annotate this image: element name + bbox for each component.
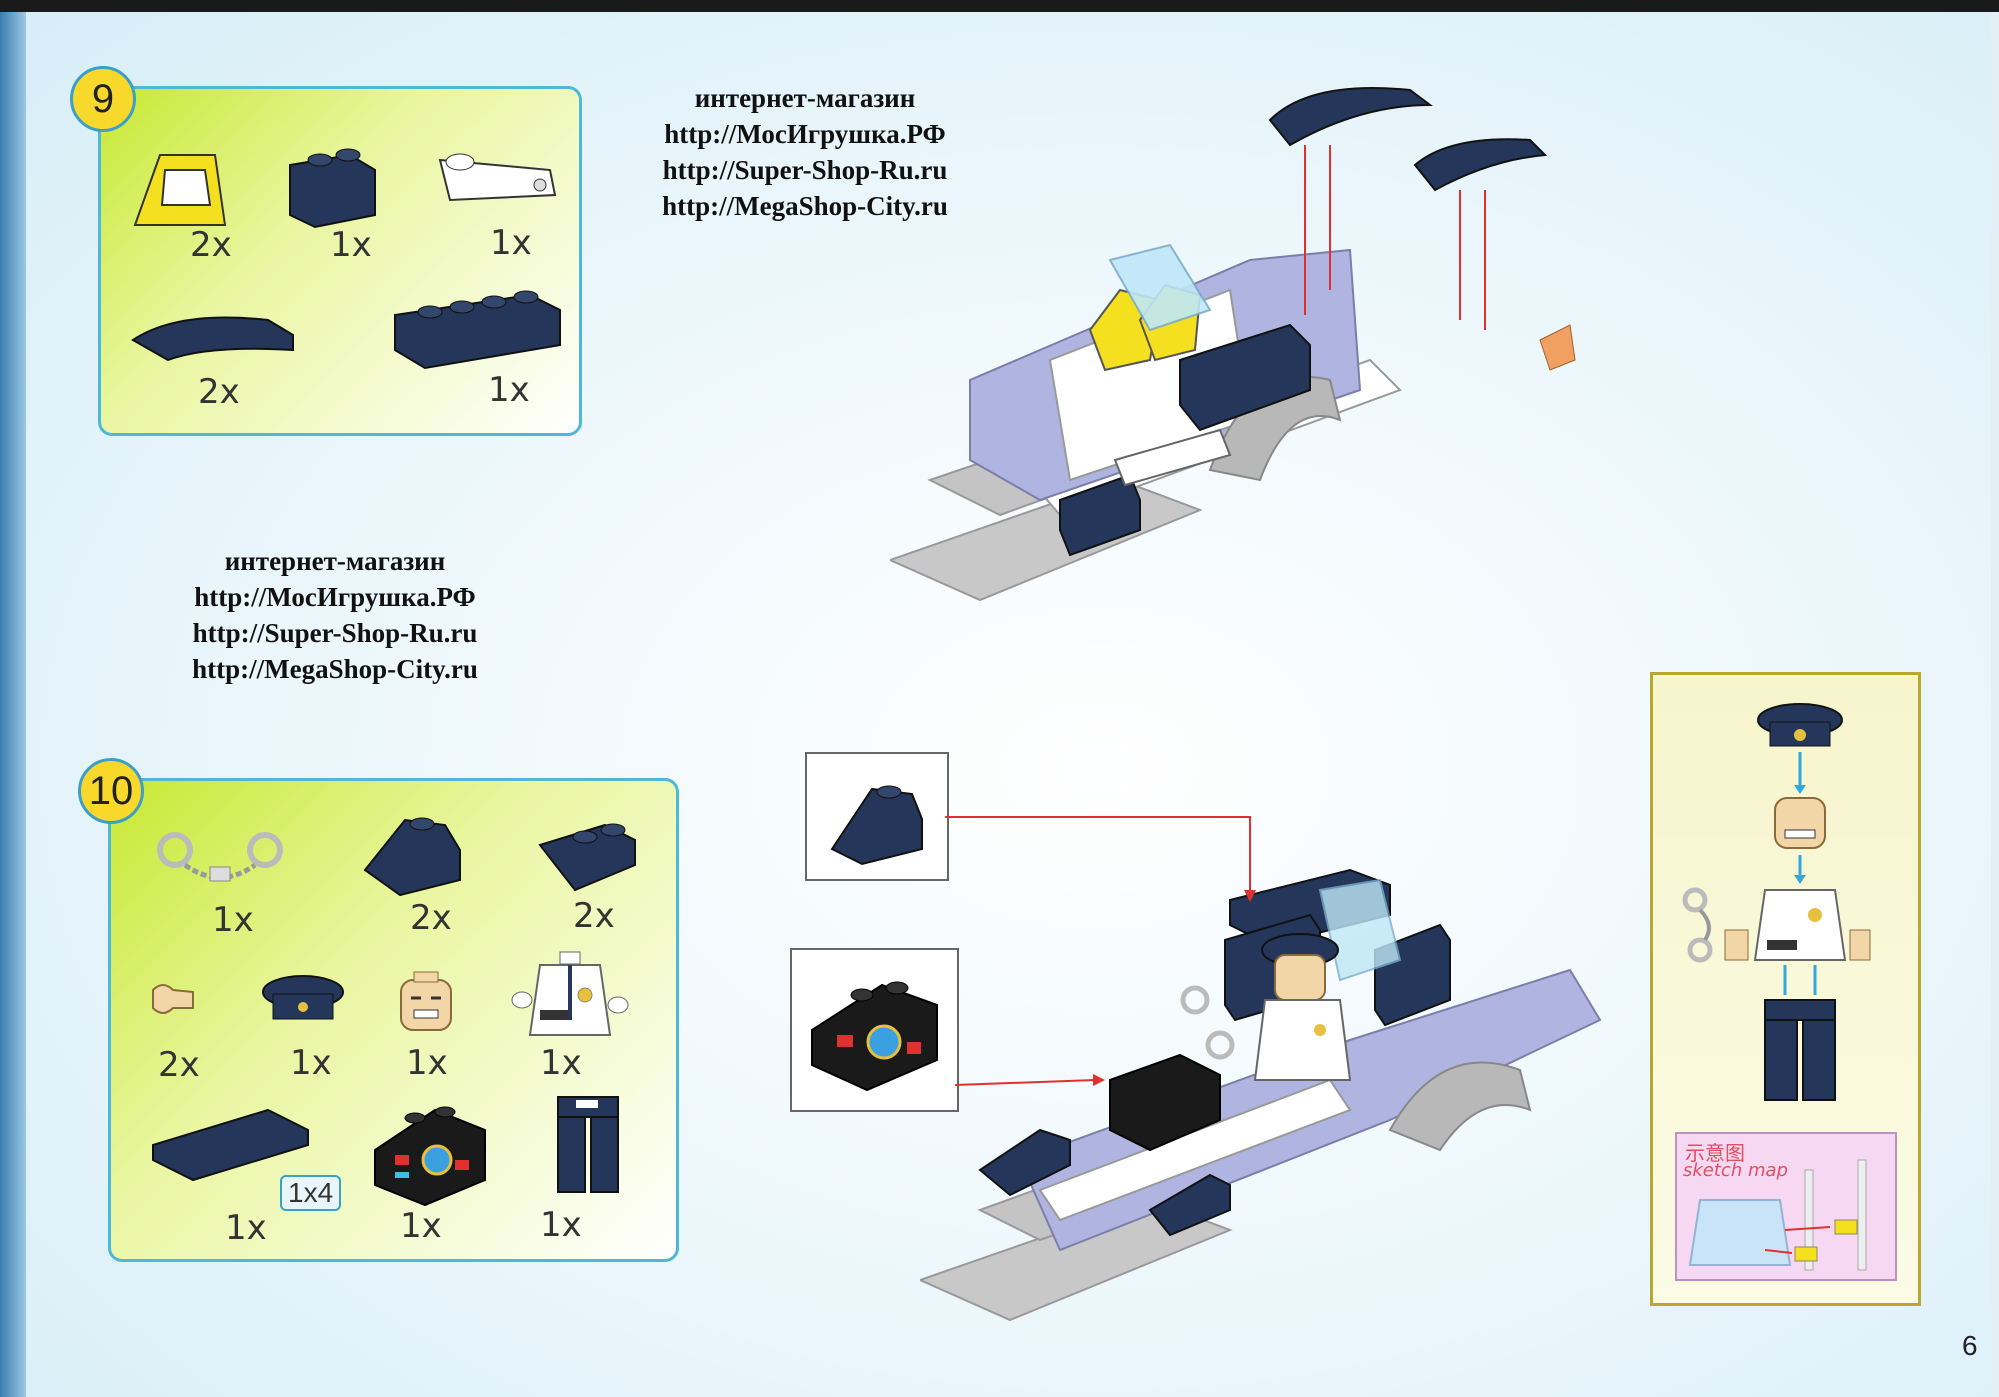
step-10-qty: 1x — [290, 1043, 332, 1083]
page-number: 6 — [1962, 1330, 1978, 1361]
sketch-title-en: sketch map — [1683, 1160, 1788, 1181]
step-9-qty: 2x — [190, 225, 232, 265]
step-9-qty: 1x — [490, 223, 532, 263]
step-10-qty: 2x — [410, 898, 452, 938]
step-10-car-assembly-illustration — [920, 868, 1602, 1322]
step-9-qty: 2x — [198, 372, 240, 412]
navy-legs-icon — [557, 1096, 619, 1193]
white-hinge-plate-icon — [438, 153, 557, 202]
step-9-car-assembly-illustration — [890, 87, 1576, 602]
shop-heading: интернет-магазин — [694, 83, 916, 113]
minifig-head-icon — [400, 971, 452, 1031]
navy-slope-icon — [363, 817, 461, 897]
navy-inverted-slope-icon — [538, 823, 636, 892]
callout-navy-slope — [805, 752, 949, 881]
step-10-qty: 2x — [573, 896, 615, 936]
step-10-qty: 2x — [158, 1045, 200, 1085]
shop-link[interactable]: http://МосИгрушка.РФ — [664, 119, 946, 149]
callout-console-slope — [790, 948, 959, 1112]
police-torso-icon — [511, 951, 629, 1036]
shop-link[interactable]: http://Super-Shop-Ru.ru — [192, 618, 478, 648]
step-9-parts-box — [98, 86, 582, 436]
scan-top-edge — [0, 0, 1999, 12]
handcuffs-icon — [157, 832, 283, 882]
yellow-slope-window-icon — [133, 154, 227, 226]
scan-right-edge — [1991, 12, 1999, 1397]
shop-heading: интернет-магазин — [224, 546, 446, 576]
tan-hand-piece-icon — [152, 984, 194, 1014]
sketch-map-illustration — [1688, 1159, 1867, 1271]
navy-curved-slope-icon — [131, 316, 294, 362]
console-slope-callout-icon — [811, 981, 938, 1092]
minifig-assembly-illustration — [1682, 703, 1871, 1101]
step-9-qty: 1x — [330, 225, 372, 265]
callout-arrows — [945, 816, 1256, 1086]
shop-link[interactable]: http://MegaShop-City.ru — [662, 191, 948, 221]
step-10-qty: 1x — [400, 1206, 442, 1246]
shop-link[interactable]: http://MegaShop-City.ru — [192, 654, 478, 684]
navy-slope-callout-icon — [830, 785, 923, 866]
step-10-qty: 1x — [540, 1205, 582, 1245]
step-10-qty: 1x — [225, 1208, 267, 1248]
shop-info-top: интернет-магазин http://МосИгрушка.РФ ht… — [640, 80, 970, 224]
scan-binding-edge — [0, 12, 26, 1397]
step-10-qty: 1x — [212, 900, 254, 940]
police-cap-icon — [262, 975, 344, 1020]
navy-tile-1x4-icon — [152, 1108, 309, 1182]
printed-console-slope-icon — [374, 1106, 486, 1207]
sketch-title-zh: 示意图 — [1685, 1141, 1745, 1165]
shop-info-left: интернет-магазин http://МосИгрушка.РФ ht… — [170, 543, 500, 687]
step-10-qty: 1x — [540, 1043, 582, 1083]
step-10-badge: 10 — [78, 758, 144, 824]
tile-size-label: 1x4 — [280, 1175, 342, 1211]
step-9-qty: 1x — [488, 370, 530, 410]
navy-brick-1x2-icon — [289, 148, 376, 229]
navy-brick-1x4-icon — [394, 290, 561, 370]
shop-link[interactable]: http://Super-Shop-Ru.ru — [662, 155, 948, 185]
shop-link[interactable]: http://МосИгрушка.РФ — [194, 582, 476, 612]
step-9-badge: 9 — [70, 66, 136, 132]
step-10-qty: 1x — [406, 1043, 448, 1083]
